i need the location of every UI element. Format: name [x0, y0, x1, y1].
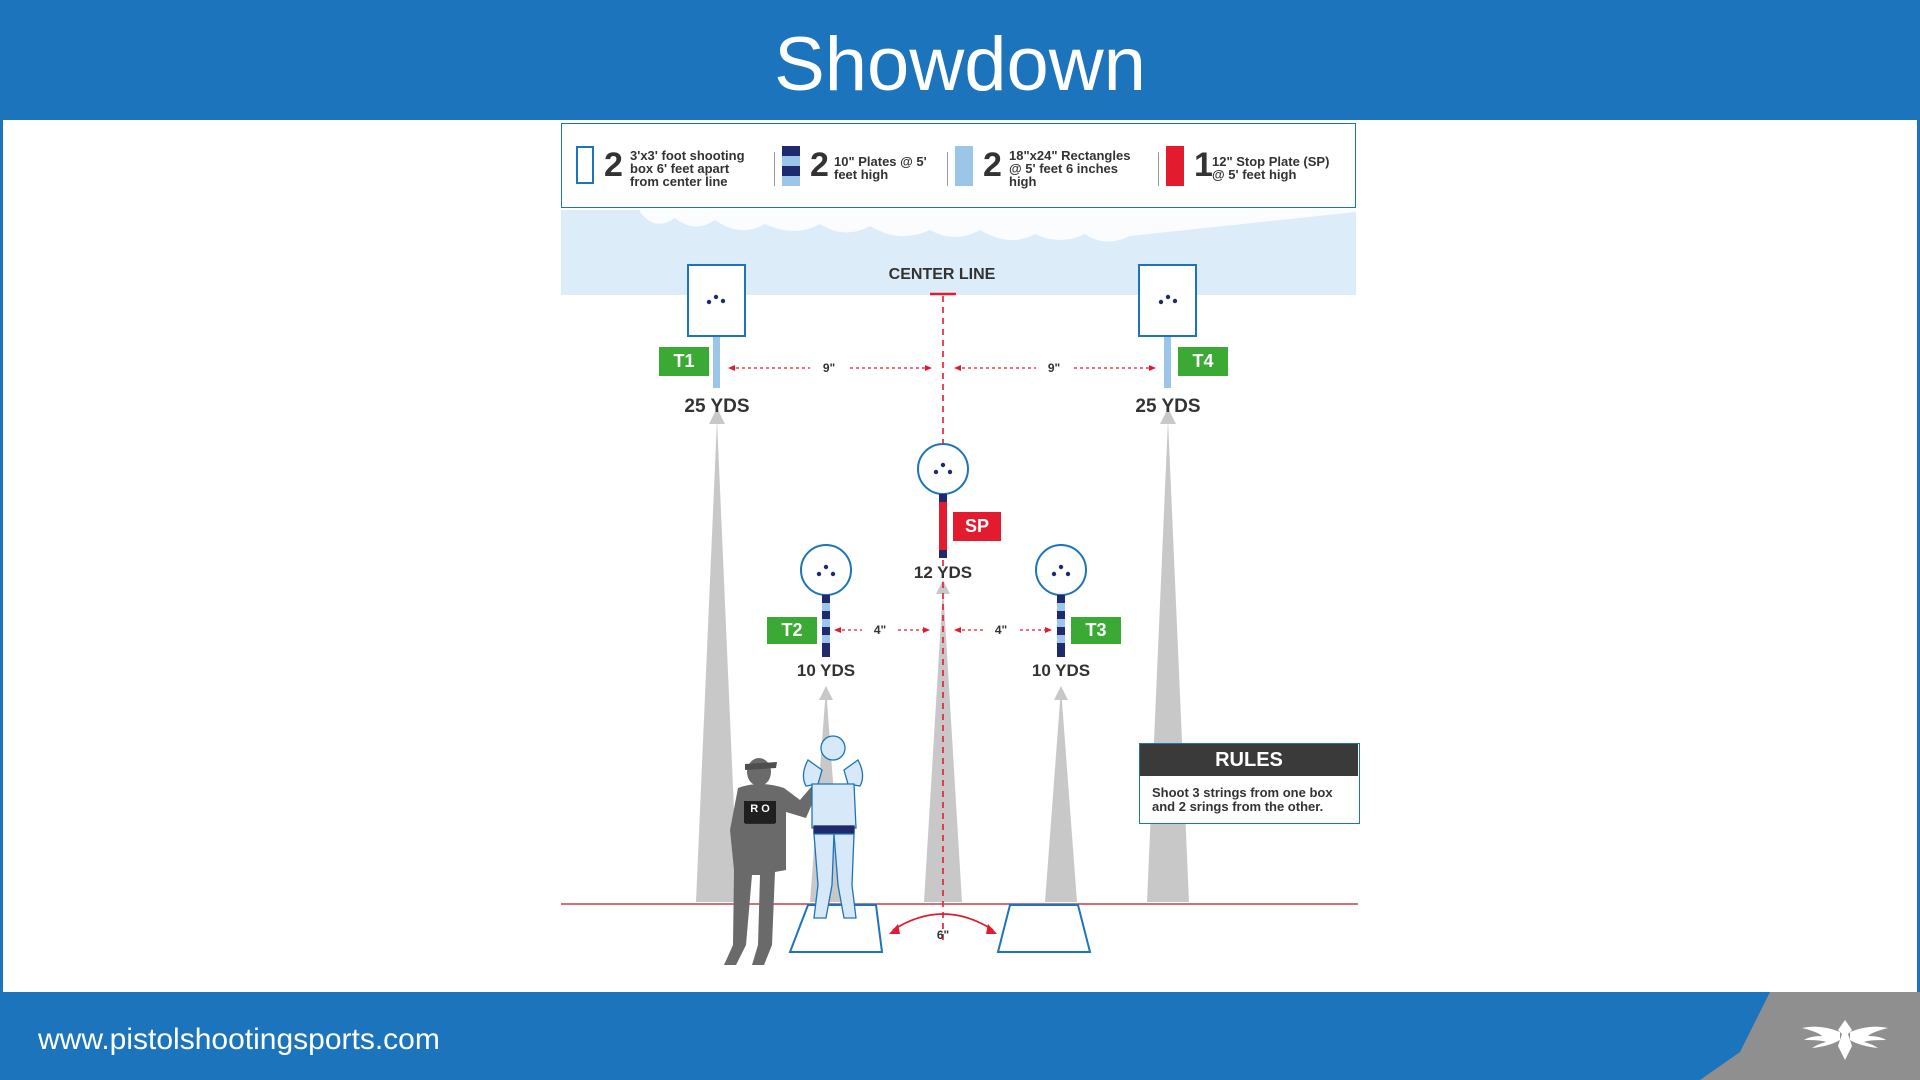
beam-t4 [1147, 420, 1189, 902]
legend-swatch-plate [782, 146, 800, 186]
legend-line: @ 5' feet high [1212, 167, 1297, 182]
t1-post [713, 337, 720, 388]
legend-line: 18"x24" Rectangles [1009, 148, 1131, 163]
footer-bar [0, 992, 1920, 1080]
tag-t4: T4 [1178, 347, 1228, 376]
t1-target [687, 264, 746, 337]
legend-line: feet high [834, 167, 889, 182]
page-title: Showdown [774, 22, 1146, 107]
legend-swatch-rectangle [955, 146, 973, 186]
spacing-outer-right: 9" [1047, 361, 1061, 375]
cloud-edge [640, 210, 1356, 242]
beam-sp [924, 587, 962, 902]
legend-count: 2 [604, 146, 623, 184]
box-spacing-arrow [892, 913, 994, 931]
distance-t4: 25 YDS [1135, 396, 1201, 417]
rules-title: RULES [1140, 744, 1358, 776]
t2-post [822, 643, 830, 657]
legend-line: 3'x3' foot shooting [630, 148, 745, 163]
t3-post [1057, 643, 1065, 657]
legend-separator [1158, 152, 1159, 186]
legend-swatch-box [576, 146, 594, 184]
beam-t2-tip [819, 686, 833, 700]
tag-t3: T3 [1071, 617, 1121, 644]
footer-url[interactable]: www.pistolshootingsports.com [38, 1023, 440, 1056]
shooting-box-left [788, 904, 884, 953]
distance-t1: 25 YDS [684, 396, 750, 417]
legend-line: high [1009, 174, 1037, 189]
spacing-inner-right: 4" [994, 623, 1008, 637]
beam-t3 [1045, 688, 1077, 902]
t2-target [800, 544, 852, 596]
beam-t4-tip [1160, 408, 1176, 424]
rules-text: Shoot 3 strings from one box and 2 sring… [1152, 785, 1333, 814]
tag-sp: SP [953, 512, 1001, 541]
t4-post [1164, 337, 1171, 388]
legend-count: 2 [983, 146, 1002, 184]
right-border [1917, 120, 1920, 995]
center-line-label: CENTER LINE [888, 266, 996, 283]
spacing-boxes: 6" [936, 928, 950, 942]
sp-post-base [939, 550, 947, 558]
legend-line: from center line [630, 174, 728, 189]
beam-t1 [696, 420, 738, 902]
shooter [802, 735, 864, 919]
legend-item-plates: 2 10" Plates @ 5' feet high [782, 124, 952, 206]
sp-post [939, 502, 947, 550]
beam-t1-tip [709, 408, 725, 424]
left-border [0, 120, 3, 995]
legend-item-stop-plate: 1 12" Stop Plate (SP) @ 5' feet high [1166, 124, 1351, 206]
legend-swatch-stop-plate [1166, 146, 1184, 186]
t3-target [1035, 544, 1087, 596]
tag-t1: T1 [659, 347, 709, 376]
distance-sp: 12 YDS [913, 563, 973, 582]
tag-t2: T2 [767, 617, 817, 644]
legend-line: 10" Plates @ 5' [834, 154, 927, 169]
spacing-inner-left: 4" [873, 623, 887, 637]
legend-separator [774, 152, 775, 186]
sp-target [917, 443, 969, 495]
shooting-box-right [996, 904, 1092, 953]
legend-line: box 6' feet apart [630, 161, 730, 176]
spacing-outer-left: 9" [822, 361, 836, 375]
rules-box: RULES Shoot 3 strings from one box and 2… [1139, 743, 1360, 824]
t4-target [1138, 264, 1197, 337]
legend-count: 2 [810, 146, 829, 184]
legend-line: @ 5' feet 6 inches [1009, 161, 1118, 176]
legend-line: 12" Stop Plate (SP) [1212, 154, 1330, 169]
header-bar [0, 0, 1920, 120]
legend-separator [947, 152, 948, 186]
winged-logo-icon [1802, 1020, 1888, 1060]
ro-badge-bg [744, 801, 776, 823]
sp-post-top [939, 494, 947, 502]
legend-count: 1 [1194, 146, 1213, 184]
distance-t3: 10 YDS [1031, 661, 1091, 680]
legend-item-shooting-box: 2 3'x3' foot shooting box 6' feet apart … [576, 124, 776, 206]
beam-t3-tip [1054, 686, 1068, 700]
legend-item-rectangles: 2 18"x24" Rectangles @ 5' feet 6 inches … [955, 124, 1165, 206]
ro-badge: R O [750, 803, 770, 815]
legend-panel: 2 3'x3' foot shooting box 6' feet apart … [561, 123, 1356, 208]
distance-t2: 10 YDS [796, 661, 856, 680]
